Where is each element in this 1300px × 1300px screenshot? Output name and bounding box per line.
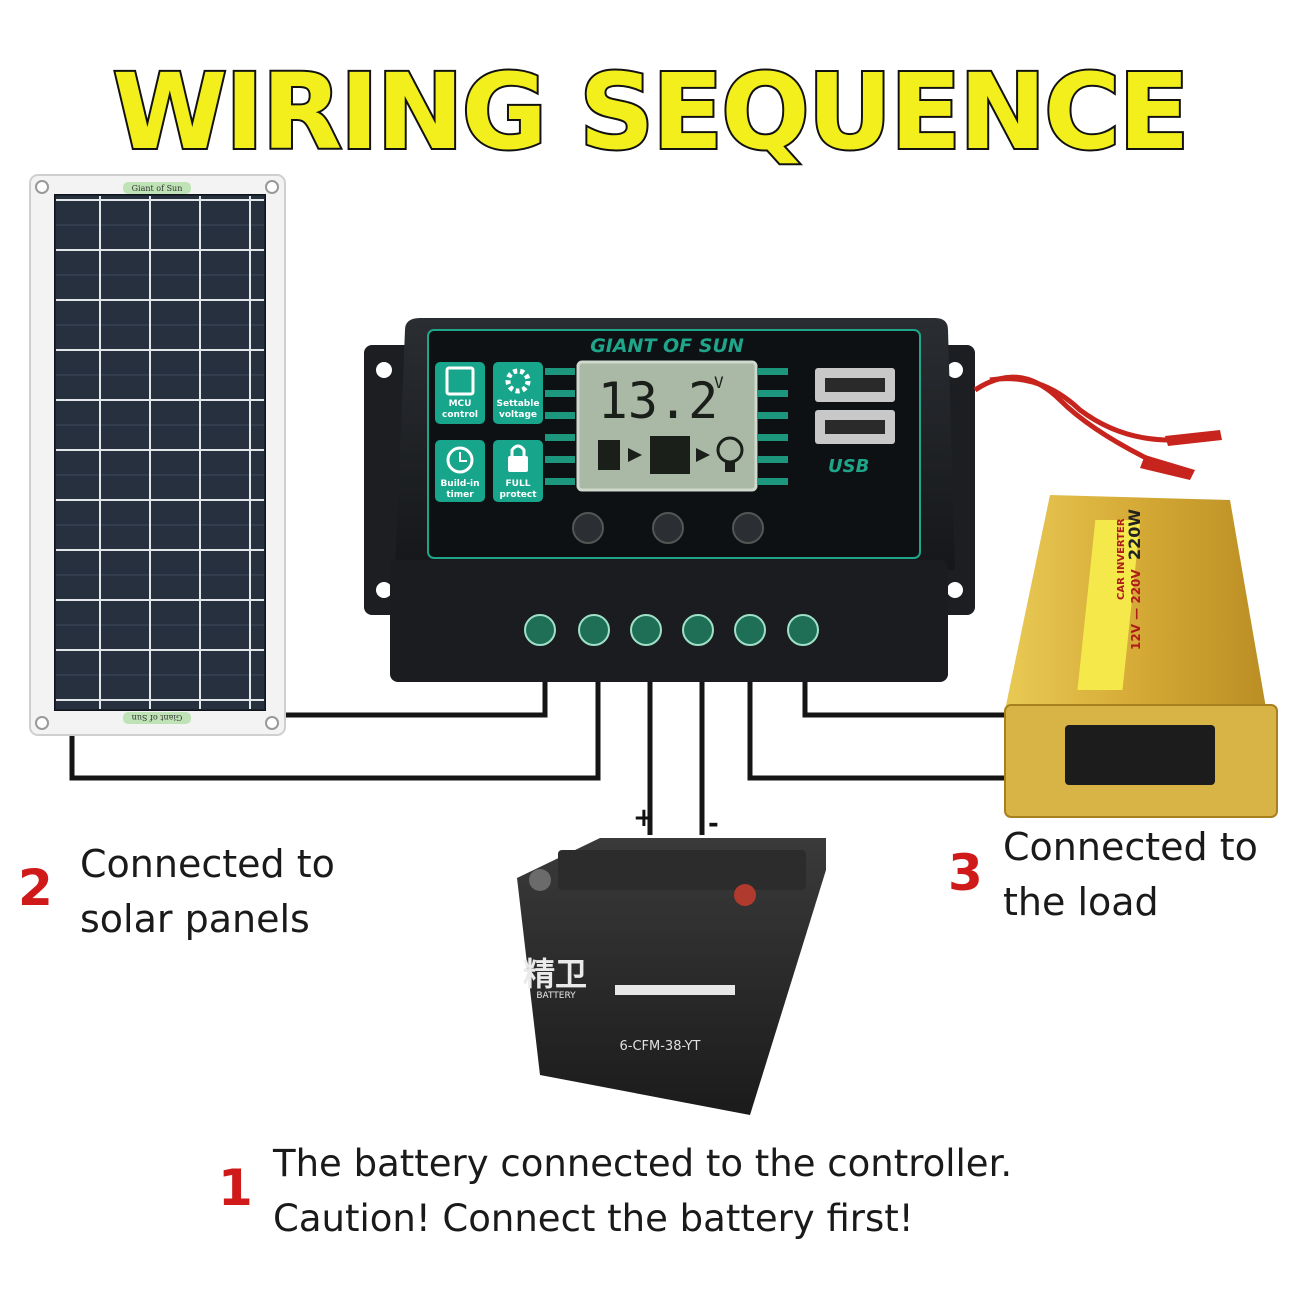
lcd-voltage: 13.2 [598, 372, 718, 430]
controller-button-2[interactable] [652, 512, 684, 544]
feature-label-1: Settable [497, 399, 540, 409]
battery-brand-cn: 精卫 [523, 955, 587, 993]
feature-label-1: Build-in [440, 479, 479, 489]
step-1: 1 The battery connected to the controlle… [218, 1142, 1012, 1240]
battery-plus-label: + [633, 803, 655, 833]
feature-label-2: voltage [499, 410, 537, 420]
step-number: 3 [948, 844, 983, 902]
usb-ports [815, 368, 895, 444]
feature-label-2: timer [446, 490, 474, 500]
inverter-name: CAR INVERTER [1116, 518, 1127, 600]
feature-build-in-timer: Build-in timer [435, 440, 485, 502]
step-text-line-2: Caution! Connect the battery first! [273, 1197, 914, 1240]
step-2: 2 Connected to solar panels [18, 842, 335, 941]
step-number: 1 [218, 1159, 253, 1217]
panel-brand-top: Giant of Sun [132, 184, 183, 193]
feature-settable-voltage: Settable voltage [493, 362, 543, 424]
chip-icon [445, 366, 475, 396]
step-3: 3 Connected to the load [948, 825, 1258, 924]
gear-icon [505, 368, 531, 394]
lcd-unit: V [714, 373, 724, 392]
step-text-line-1: Connected to [80, 842, 335, 886]
feature-label-1: MCU [449, 399, 472, 409]
controller-button-1[interactable] [572, 512, 604, 544]
feature-label-2: control [442, 410, 478, 420]
battery-minus-label: - [708, 809, 719, 839]
panel-brand-bottom: Giant of Sun [132, 713, 183, 722]
feature-label-2: protect [499, 490, 537, 500]
feature-label-1: FULL [506, 479, 531, 489]
battery: 精卫 BATTERY 6-CFM-38-YT [517, 838, 826, 1115]
feature-mcu-control: MCU control [435, 362, 485, 424]
terminal-screws [524, 614, 819, 646]
feature-full-protect: FULL protect [493, 440, 543, 502]
battery-brand: BATTERY [536, 991, 576, 1001]
usb-label: USB [828, 456, 869, 477]
step-text-line-1: Connected to [1003, 825, 1258, 869]
inverter-voltage: 12V — 220V [1129, 569, 1143, 650]
lcd-flow-icon [598, 436, 744, 474]
inverter-power: 220W [1125, 509, 1144, 560]
step-text-line-2: solar panels [80, 897, 310, 941]
page-title: WIRING SEQUENCE [112, 51, 1187, 173]
lock-icon [508, 456, 528, 472]
wires [69, 682, 1015, 835]
controller-brand: GIANT OF SUN [590, 335, 744, 357]
clock-icon [446, 446, 474, 474]
power-inverter: 220W 12V — 220V CAR INVERTER [973, 374, 1278, 818]
controller-button-3[interactable] [732, 512, 764, 544]
step-number: 2 [18, 859, 53, 917]
step-text-line-2: the load [1003, 880, 1159, 924]
step-text-line-1: The battery connected to the controller. [272, 1142, 1012, 1185]
solar-panel: Giant of Sun Giant of Sun [29, 174, 286, 736]
battery-model: 6-CFM-38-YT [620, 1039, 701, 1054]
charge-controller: GIANT OF SUN 13.2 V MCU control [364, 318, 975, 682]
